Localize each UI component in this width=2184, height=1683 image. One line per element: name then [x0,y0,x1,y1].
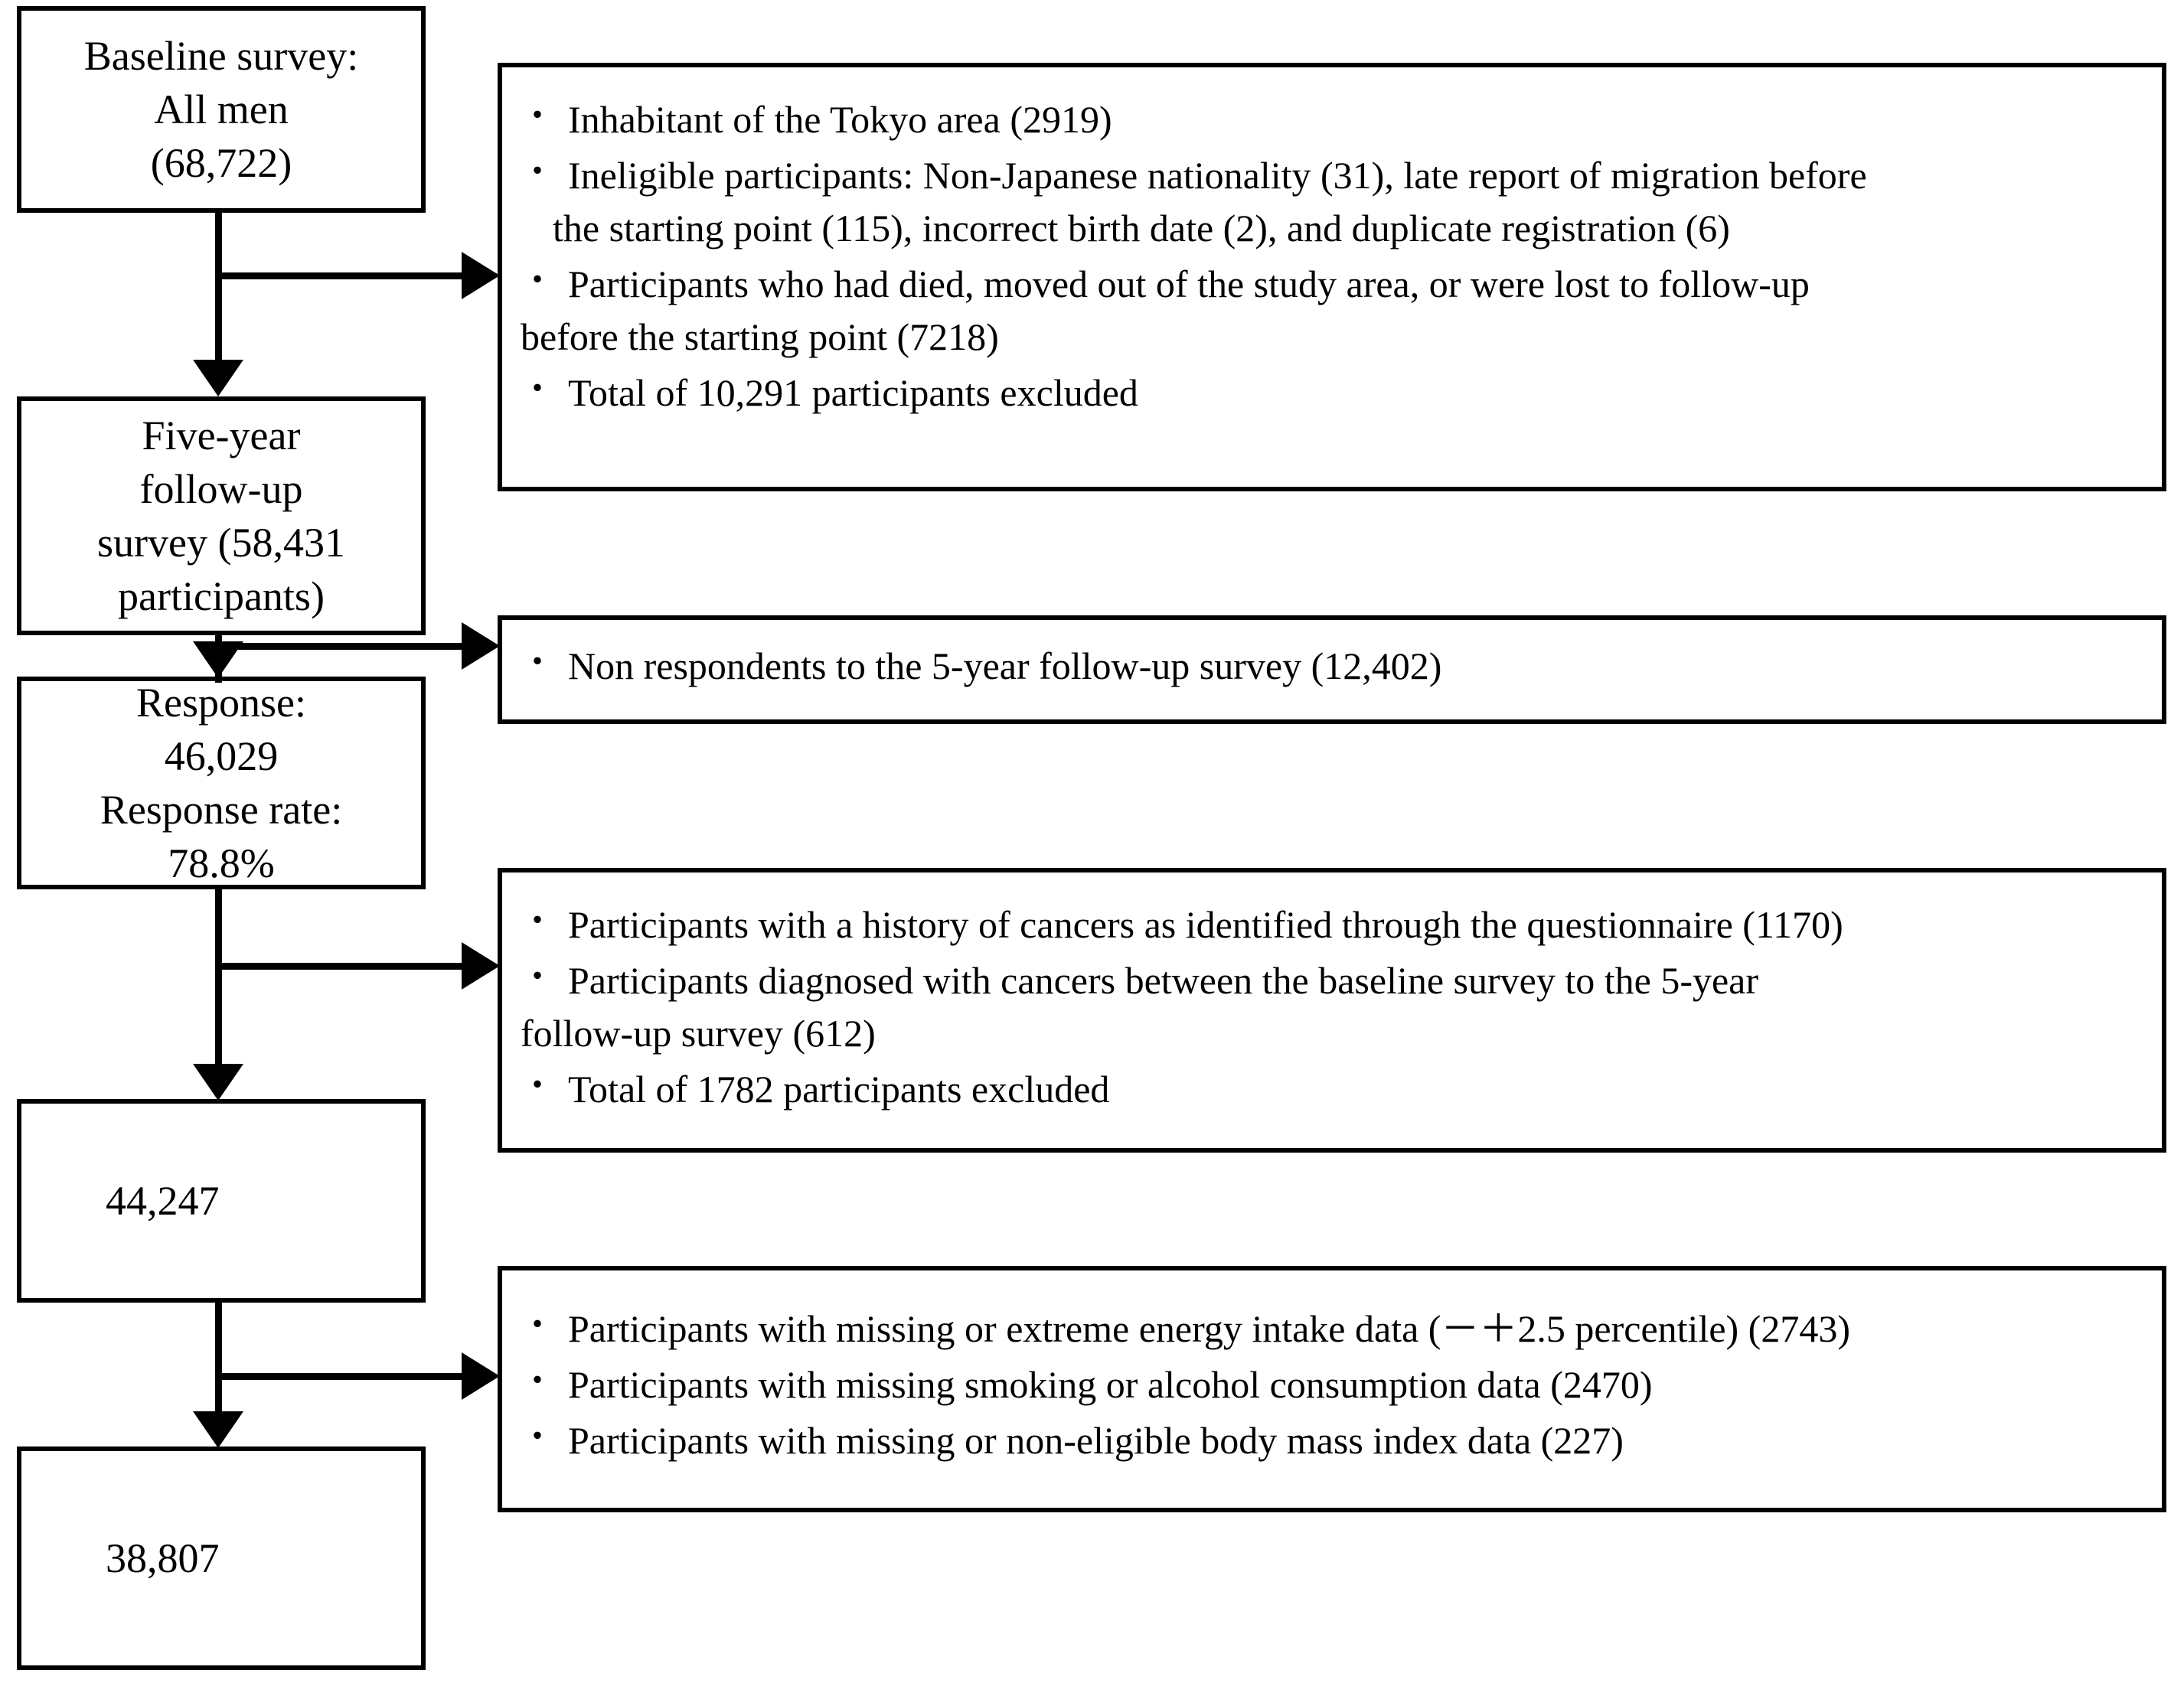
exclusion-list-missing-data: ・Participants with missing or extreme en… [521,1303,2143,1467]
bullet-dot-icon: ・ [521,958,554,996]
arrow-right-exclusion-missing-data [462,1352,500,1400]
bullet-dot-icon: ・ [521,370,554,408]
exclusion-box-nonrespondents: ・Non respondents to the 5-year follow-up… [498,615,2166,724]
connector-vertical-response [215,889,222,1071]
bullet-dot-icon: ・ [521,644,554,681]
flow-box-response-text: Response: 46,029 Response rate: 78.8% [100,679,343,887]
exclusion-box-baseline: ・Inhabitant of the Tokyo area (2919) ・In… [498,63,2166,491]
connector-vertical-baseline [215,213,222,363]
list-item: ・Non respondents to the 5-year follow-up… [521,640,2143,693]
arrow-down-response-to-44247 [193,1064,243,1101]
exclusion-list-nonrespondents: ・Non respondents to the 5-year follow-up… [521,640,2143,693]
list-item: ・Total of 10,291 participants excluded [521,367,2143,419]
bullet-dot-icon: ・ [521,1362,554,1400]
arrow-down-44247-to-38807 [193,1411,243,1448]
arrow-down-baseline-to-followup [193,360,243,396]
list-item: ・Participants with missing or extreme en… [521,1303,2143,1355]
exclusion-box-cancer: ・Participants with a history of cancers … [498,868,2166,1153]
list-item: ・Total of 1782 participants excluded [521,1063,2143,1116]
exclusion-list-baseline: ・Inhabitant of the Tokyo area (2919) ・In… [521,93,2143,419]
list-item: ・Inhabitant of the Tokyo area (2919) [521,93,2143,146]
arrow-right-exclusion-nonrespondents [462,622,500,670]
list-item: ・Participants with missing or non-eligib… [521,1414,2143,1467]
flow-box-after-cancer-exclusion: 44,247 [17,1099,426,1303]
arrow-right-exclusion-cancer [462,942,500,990]
flow-box-after-cancer-exclusion-value: 44,247 [106,1177,220,1224]
bullet-dot-icon: ・ [521,153,554,191]
bullet-dot-icon: ・ [521,1306,554,1344]
flow-box-final-analytic-sample: 38,807 [17,1447,426,1670]
list-item: ・Ineligible participants: Non-Japanese n… [521,149,2143,255]
exclusion-box-missing-data: ・Participants with missing or extreme en… [498,1266,2166,1512]
connector-horizontal-exclusion-cancer [215,963,468,970]
list-item: ・Participants who had died, moved out of… [521,258,2143,364]
flow-box-five-year-follow-up-text: Five-year follow-up survey (58,431 parti… [97,412,345,620]
flow-box-five-year-follow-up: Five-year follow-up survey (58,431 parti… [17,396,426,635]
connector-vertical-44247 [215,1303,222,1419]
bullet-dot-icon: ・ [521,262,554,299]
exclusion-list-cancer: ・Participants with a history of cancers … [521,899,2143,1116]
list-item: ・Participants with missing smoking or al… [521,1358,2143,1411]
bullet-dot-icon: ・ [521,902,554,940]
flow-box-final-analytic-sample-value: 38,807 [106,1535,220,1581]
flow-box-baseline-text: Baseline survey: All men (68,722) [83,32,359,187]
bullet-dot-icon: ・ [521,1067,554,1104]
connector-horizontal-exclusion-nonrespondents [215,643,468,650]
connector-horizontal-exclusion-baseline [215,272,468,279]
list-item: ・Participants with a history of cancers … [521,899,2143,951]
connector-horizontal-exclusion-missing-data [215,1373,468,1380]
flow-box-response: Response: 46,029 Response rate: 78.8% [17,677,426,889]
list-item: ・Participants diagnosed with cancers bet… [521,954,2143,1060]
bullet-dot-icon: ・ [521,1418,554,1456]
arrow-right-exclusion-baseline [462,252,500,299]
flow-box-baseline: Baseline survey: All men (68,722) [17,6,426,213]
bullet-dot-icon: ・ [521,97,554,135]
